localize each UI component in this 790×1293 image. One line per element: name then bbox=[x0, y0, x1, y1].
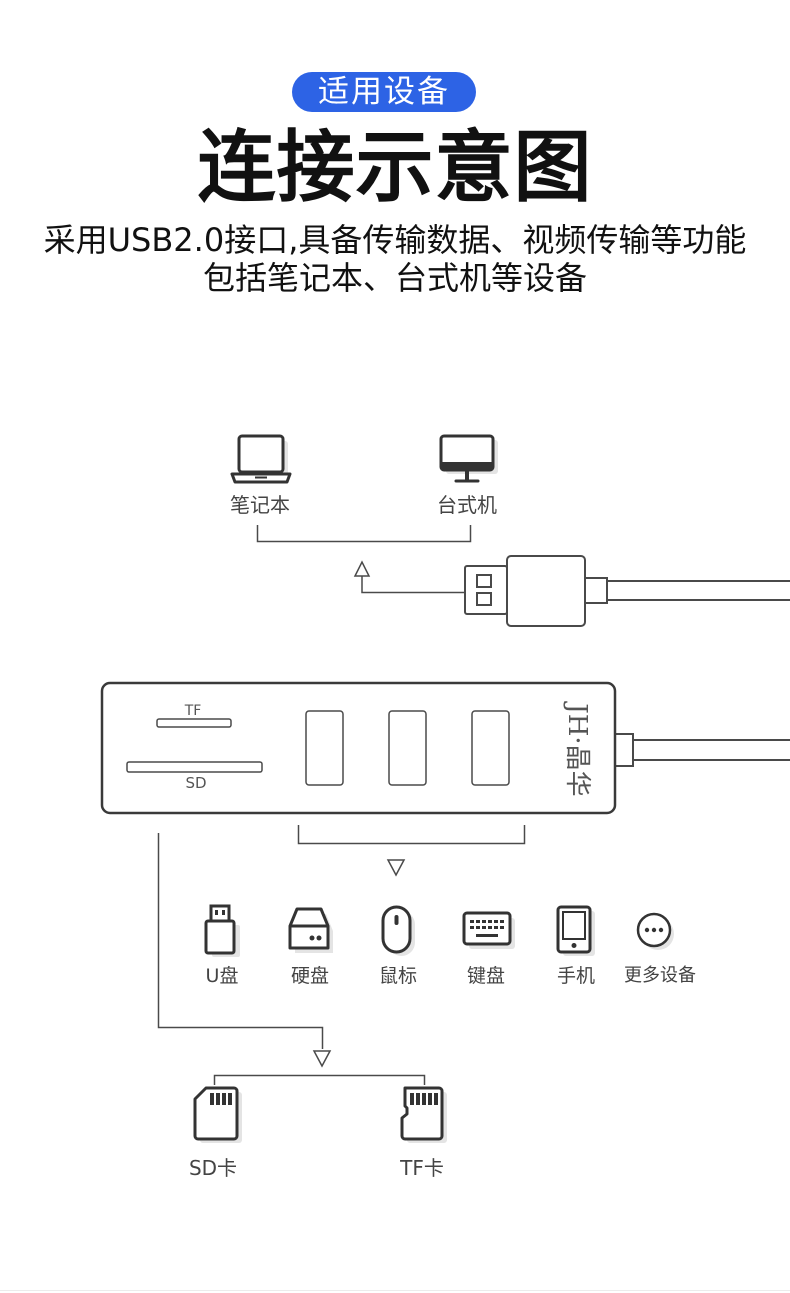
sd-slot-label: SD bbox=[185, 774, 207, 792]
usb-plug-strain-relief bbox=[584, 577, 608, 604]
page-title: 连接示意图 bbox=[197, 123, 593, 213]
keyboard-icon bbox=[462, 911, 515, 949]
tf-card-icon bbox=[400, 1086, 447, 1143]
up-arrow bbox=[353, 560, 371, 577]
tf-slot bbox=[156, 718, 232, 728]
sd-slot bbox=[126, 761, 263, 773]
usb-port-3 bbox=[471, 710, 510, 786]
device-label-more-devices: 更多设备 bbox=[624, 965, 696, 986]
usb-plug-connector bbox=[464, 565, 508, 615]
usb-port-1 bbox=[305, 710, 344, 786]
host-label-laptop: 笔记本 bbox=[230, 493, 290, 517]
device-label-phone: 手机 bbox=[556, 965, 595, 987]
device-label-usb-drive: U盘 bbox=[205, 965, 239, 987]
subtitle-line-2: 包括笔记本、台式机等设备 bbox=[202, 259, 587, 297]
down-arrow-devices bbox=[386, 859, 406, 877]
brand-logo: JH·晶华 bbox=[562, 703, 592, 797]
usb-plug-cable bbox=[607, 580, 790, 601]
sd-card-icon bbox=[193, 1086, 242, 1143]
host-label-desktop: 台式机 bbox=[437, 493, 497, 517]
phone-icon bbox=[556, 905, 595, 956]
desktop-icon bbox=[439, 434, 498, 483]
hard-drive-icon bbox=[288, 907, 333, 953]
usb-port-2 bbox=[388, 710, 427, 786]
hub-cable-connector bbox=[614, 733, 634, 767]
usb-plug-pin-top bbox=[476, 574, 492, 588]
card-label-sd: SD卡 bbox=[188, 1156, 238, 1180]
device-label-keyboard: 键盘 bbox=[466, 965, 505, 987]
usb-plug bbox=[464, 555, 790, 627]
host-bracket bbox=[256, 525, 472, 543]
device-bracket bbox=[297, 825, 526, 845]
device-label-mouse: 鼠标 bbox=[378, 965, 417, 987]
subtitle-line-1: 采用USB2.0接口,具备传输数据、视频传输等功能 bbox=[43, 221, 747, 259]
plug-to-host-line bbox=[361, 576, 465, 594]
usb-drive-icon bbox=[204, 904, 240, 957]
card-bracket bbox=[213, 1074, 426, 1085]
tf-slot-label: TF bbox=[184, 703, 202, 719]
down-arrow-cards bbox=[312, 1050, 332, 1068]
card-label-tf: TF卡 bbox=[400, 1156, 444, 1180]
hub-cable bbox=[633, 739, 790, 761]
usb-plug-pin-bottom bbox=[476, 592, 492, 606]
more-devices-icon bbox=[636, 912, 674, 950]
device-label-hard-drive: 硬盘 bbox=[290, 965, 329, 987]
mouse-icon bbox=[381, 905, 415, 956]
laptop-icon bbox=[230, 434, 292, 484]
usb-plug-body bbox=[506, 555, 586, 627]
applicable-devices-badge: 适用设备 bbox=[292, 72, 476, 112]
